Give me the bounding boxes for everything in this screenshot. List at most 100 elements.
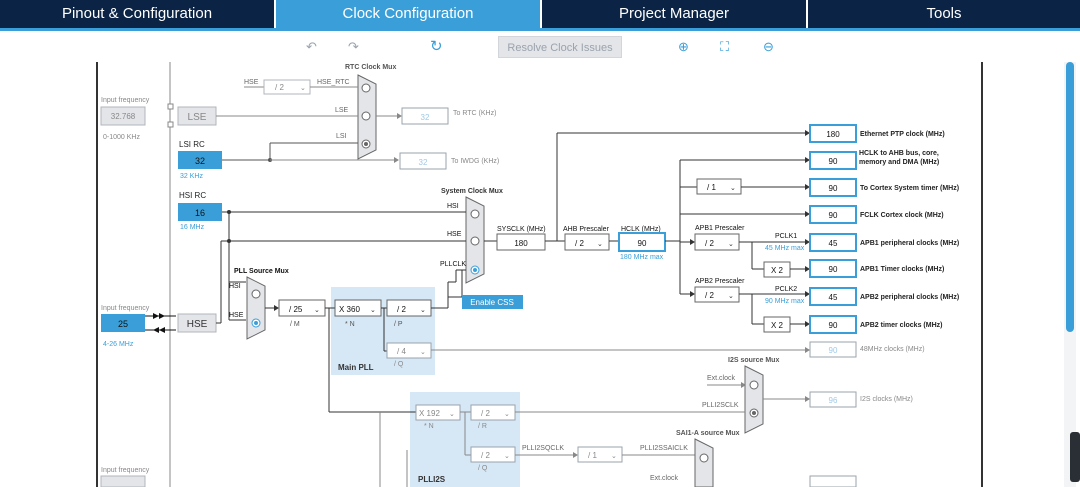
output-cortex-timer-value: 90 <box>829 184 838 193</box>
hclk-max: 180 MHz max <box>620 254 664 261</box>
output-fclk-value: 90 <box>829 211 838 220</box>
hsi-rc-value: 16 <box>195 208 205 218</box>
apb2-prescaler-value: / 2 <box>705 291 714 300</box>
tab-tools[interactable]: Tools <box>808 0 1080 28</box>
pll-n-label: * N <box>345 321 355 328</box>
svg-text:⌄: ⌄ <box>730 185 736 192</box>
hsi-rc-label: HSI RC <box>179 191 206 200</box>
sys-mux-pllclk: PLLCLK <box>440 261 466 268</box>
hse-range: 4-26 MHz <box>103 341 134 348</box>
bottom-input-field[interactable] <box>100 475 146 487</box>
hse-input-value: 25 <box>118 319 128 329</box>
pll-q-value: / 4 <box>397 347 406 356</box>
output-apb2-periph-label: APB2 peripheral clocks (MHz) <box>860 294 959 301</box>
hse-input-field[interactable] <box>101 314 145 332</box>
svg-text:⌄: ⌄ <box>300 85 306 92</box>
resolve-clock-issues-button[interactable]: Resolve Clock Issues <box>498 36 622 58</box>
lse-input-value: 32.768 <box>111 112 136 121</box>
sysclk-value: 180 <box>514 239 528 248</box>
lsi-rc-label: LSI RC <box>179 140 205 149</box>
output-apb1-timer-label: APB1 Timer clocks (MHz) <box>860 266 944 273</box>
output-fclk-field[interactable] <box>809 205 857 224</box>
rtc-output-value: 32 <box>421 113 430 122</box>
plli2sqclk-label: PLLI2SQCLK <box>522 445 564 452</box>
pclk1-max: 45 MHz max <box>765 245 805 252</box>
pll-m-label: / M <box>290 321 300 328</box>
tab-project-manager[interactable]: Project Manager <box>542 0 808 28</box>
hclk-value: 90 <box>638 239 647 248</box>
enable-css-button[interactable] <box>462 295 523 309</box>
output-apb2-timer-value: 90 <box>829 321 838 330</box>
output-hclk-field[interactable] <box>809 151 857 170</box>
scrollbar-thumb[interactable] <box>1066 62 1074 332</box>
output-48mhz-label: 48MHz clocks (MHz) <box>860 346 925 353</box>
apb1-timer-x2-label: X 2 <box>771 266 784 275</box>
side-widget[interactable] <box>1070 432 1080 482</box>
reset-icon[interactable]: ↻ <box>430 38 443 55</box>
svg-text:⌄: ⌄ <box>597 241 603 248</box>
sai-source-mux[interactable] <box>694 438 714 487</box>
output-cortex-timer-field[interactable] <box>809 178 857 197</box>
system-clock-mux-title: System Clock Mux <box>441 188 503 195</box>
output-apb1-timer-value: 90 <box>829 265 838 274</box>
rtc-hse-label: HSE <box>244 79 259 86</box>
apb2-timer-x2-label: X 2 <box>771 321 784 330</box>
ahb-prescaler-select[interactable] <box>564 233 610 251</box>
pclk1-label: PCLK1 <box>775 233 797 240</box>
sys-mux-hse: HSE <box>447 231 462 238</box>
top-tab-bar: Pinout & Configuration Clock Configurati… <box>0 0 1080 28</box>
output-fclk-label: FCLK Cortex clock (MHz) <box>860 212 944 219</box>
output-i2s-label: I2S clocks (MHz) <box>860 396 913 403</box>
svg-text:⌄: ⌄ <box>449 411 455 418</box>
sysclk-label: SYSCLK (MHz) <box>497 226 546 233</box>
zoom-in-icon[interactable]: ⊕ <box>678 39 689 54</box>
lse-input-field[interactable] <box>100 106 146 126</box>
sai-mux-title: SAI1-A source Mux <box>676 430 740 437</box>
svg-text:⌄: ⌄ <box>728 241 734 248</box>
output-apb1-periph-field[interactable] <box>809 233 857 252</box>
i2s-source-mux[interactable] <box>744 365 764 434</box>
plli2ssaiclk-label: PLLI2SSAICLK <box>640 445 688 452</box>
rtc-lse-label: LSE <box>335 107 349 114</box>
pll-src-hse: HSE <box>229 312 244 319</box>
output-48mhz-value: 90 <box>829 346 838 355</box>
output-i2s-value: 96 <box>829 396 838 405</box>
output-cortex-timer-label: To Cortex System timer (MHz) <box>860 185 959 192</box>
redo-icon[interactable]: ↷ <box>348 39 359 54</box>
lsi-rc-block[interactable] <box>178 151 222 169</box>
cortex-div-value: / 1 <box>707 183 716 192</box>
output-apb2-periph-field[interactable] <box>809 287 857 306</box>
output-ethernet-ptp-label: Ethernet PTP clock (MHz) <box>860 131 945 138</box>
output-apb2-periph-value: 45 <box>829 293 838 302</box>
tab-underline <box>0 28 1080 31</box>
plli2sq-div-value: / 1 <box>588 451 597 460</box>
plli2s-n-value: X 192 <box>419 409 440 418</box>
hsi-rc-block[interactable] <box>178 203 222 221</box>
toolbar: ↶ ↷ ↻ ⊕ ⛶ ⊖ <box>0 31 1080 61</box>
plli2s-r-value: / 2 <box>481 409 490 418</box>
output-apb1-periph-label: APB1 peripheral clocks (MHz) <box>860 240 959 247</box>
output-apb1-periph-value: 45 <box>829 239 838 248</box>
hse-rtc-label: HSE_RTC <box>317 79 350 86</box>
pll-source-mux[interactable] <box>246 276 266 340</box>
bottom-input-freq-label: Input frequency <box>101 467 150 474</box>
lse-block-label: LSE <box>188 112 207 123</box>
svg-text:⌄: ⌄ <box>370 307 376 314</box>
tab-clock-configuration[interactable]: Clock Configuration <box>276 0 542 28</box>
plli2s-n-label: * N <box>424 423 434 430</box>
output-ethernet-ptp-field[interactable] <box>809 124 857 143</box>
ahb-prescaler-label: AHB Prescaler <box>563 226 610 233</box>
zoom-out-icon[interactable]: ⊖ <box>763 39 774 54</box>
tab-pinout-configuration[interactable]: Pinout & Configuration <box>0 0 276 28</box>
output-apb1-timer-field[interactable] <box>809 259 857 278</box>
to-iwdg-label: To IWDG (KHz) <box>451 158 499 165</box>
output-apb2-timer-field[interactable] <box>809 315 857 334</box>
lse-range: 0-1000 KHz <box>103 134 140 141</box>
hclk-field[interactable] <box>618 232 666 252</box>
hse-input-freq-label: Input frequency <box>101 305 150 312</box>
pll-m-value: / 25 <box>289 305 303 314</box>
undo-icon[interactable]: ↶ <box>306 39 317 54</box>
sysclk-field <box>496 233 546 251</box>
fit-icon[interactable]: ⛶ <box>720 39 730 54</box>
